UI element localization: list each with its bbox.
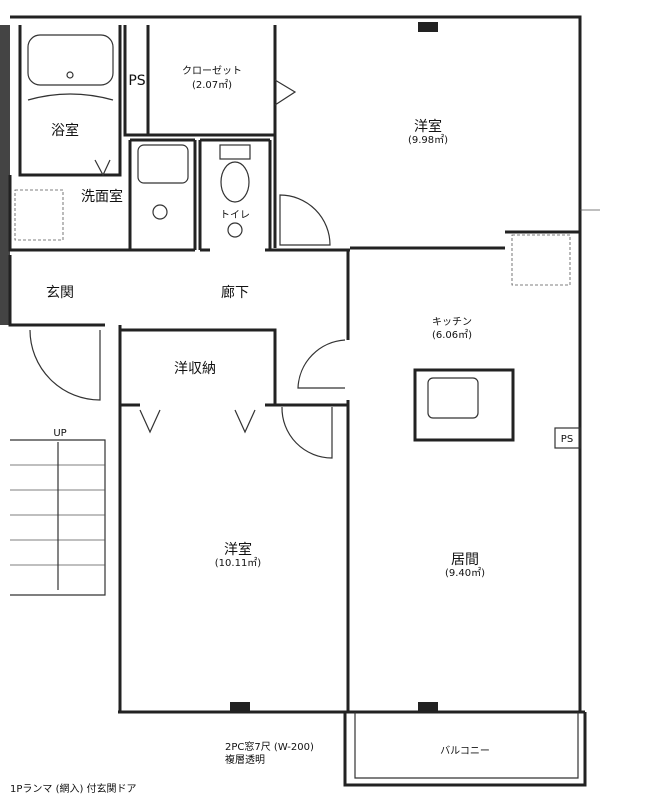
- doors: [29, 79, 346, 459]
- window-vent-icon: [418, 702, 438, 712]
- room-hallway: 廊下: [221, 284, 249, 301]
- exterior-wall-strip: [0, 25, 10, 325]
- room-kitchen-area: (6.06㎡): [432, 329, 472, 341]
- window-note-1: 2PC窓7尺 (W-200): [225, 740, 314, 753]
- room-western-south: 洋室: [224, 541, 252, 558]
- room-closet-area: (2.07㎡): [192, 79, 232, 91]
- room-kitchen: キッチン: [432, 316, 472, 328]
- room-storage: 洋収納: [174, 361, 216, 377]
- sink-icon: [427, 377, 479, 419]
- room-living: 居間: [451, 552, 479, 568]
- faucet-icon: [27, 93, 114, 101]
- vent-icon: [152, 204, 168, 220]
- toilet-icon: [220, 161, 250, 203]
- window-vent-icon: [230, 702, 250, 712]
- washbasin-icon: [137, 144, 189, 184]
- room-closet: クローゼット: [182, 65, 242, 77]
- room-bath: 浴室: [51, 122, 79, 139]
- washer-space-icon: [14, 189, 64, 241]
- ps-kitchen-label: PS: [561, 434, 573, 445]
- fridge-space-icon: [511, 234, 571, 286]
- room-western-north: 洋室: [414, 118, 442, 135]
- room-toilet: トイレ: [220, 210, 250, 221]
- drain-icon: [66, 71, 74, 79]
- room-balcony: バルコニー: [440, 745, 490, 757]
- room-western-north-area: (9.98㎡): [408, 134, 448, 146]
- toilet-tank-icon: [219, 144, 251, 160]
- stairs: [10, 439, 106, 596]
- door-note: 1Pランマ (網入) 付玄関ドア: [10, 782, 137, 795]
- room-washroom: 洗面室: [81, 188, 123, 205]
- room-western-south-area: (10.11㎡): [215, 557, 262, 569]
- kitchen-counter: [413, 368, 515, 442]
- stairs-up-label: UP: [53, 428, 66, 439]
- walls: [8, 15, 587, 787]
- ps-label: PS: [128, 73, 145, 89]
- vent-icon: [227, 222, 243, 238]
- room-living-area: (9.40㎡): [445, 567, 485, 579]
- window-vent-icon: [418, 22, 438, 32]
- room-entrance: 玄関: [46, 284, 74, 301]
- ps-box: [554, 427, 581, 449]
- bathtub-icon: [27, 34, 114, 86]
- window-note-2: 複層透明: [225, 753, 265, 766]
